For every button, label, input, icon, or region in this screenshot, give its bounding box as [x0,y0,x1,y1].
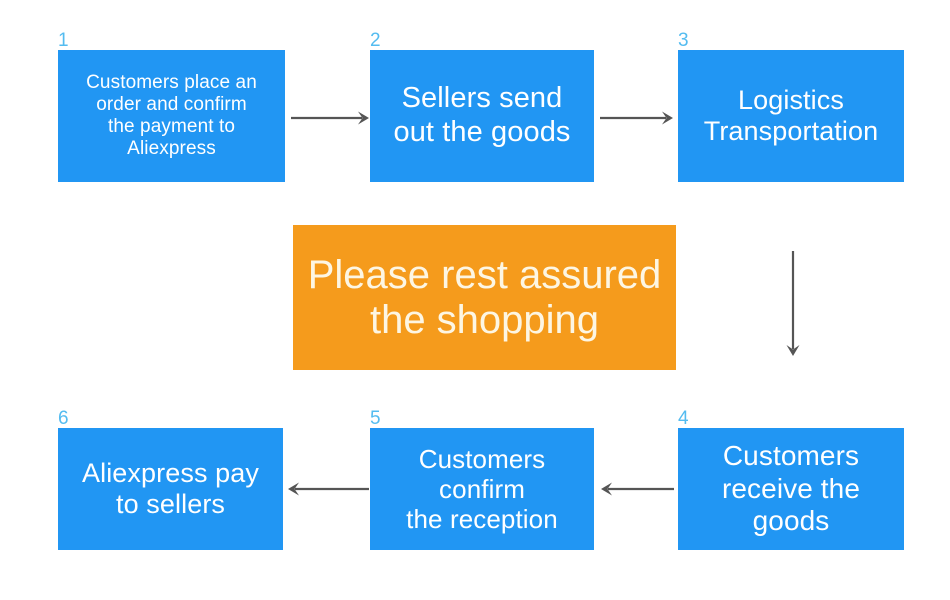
step-box-6[interactable]: Aliexpress pay to sellers [58,428,283,550]
step-box-5[interactable]: Customers confirm the reception [370,428,594,550]
step-box-3-label: Logistics Transportation [703,84,879,146]
step-box-4[interactable]: Customers receive the goods [678,428,904,550]
step-number-1: 1 [58,30,69,51]
arrow-step1-to-step2-icon [291,111,369,125]
reassurance-banner-label: Please rest assured the shopping [307,252,662,342]
step-box-4-label: Customers receive the goods [721,440,861,537]
arrow-step5-to-step6-icon [288,482,369,496]
step-number-4: 4 [678,408,689,429]
arrow-step4-to-step5-icon [601,482,674,496]
step-box-3[interactable]: Logistics Transportation [678,50,904,182]
reassurance-banner: Please rest assured the shopping [293,225,676,370]
step-number-2: 2 [370,30,381,51]
step-box-1-label: Customers place an order and confirm the… [86,71,257,160]
step-box-6-label: Aliexpress pay to sellers [82,457,259,519]
step-number-3: 3 [678,30,689,51]
step-number-5: 5 [370,408,381,429]
step-box-2-label: Sellers send out the goods [393,82,571,148]
step-box-2[interactable]: Sellers send out the goods [370,50,594,182]
arrow-step2-to-step3-icon [600,111,673,125]
arrow-step3-to-step4-icon [786,251,800,356]
step-box-1[interactable]: Customers place an order and confirm the… [58,50,285,182]
step-box-5-label: Customers confirm the reception [406,443,558,535]
step-number-6: 6 [58,408,69,429]
